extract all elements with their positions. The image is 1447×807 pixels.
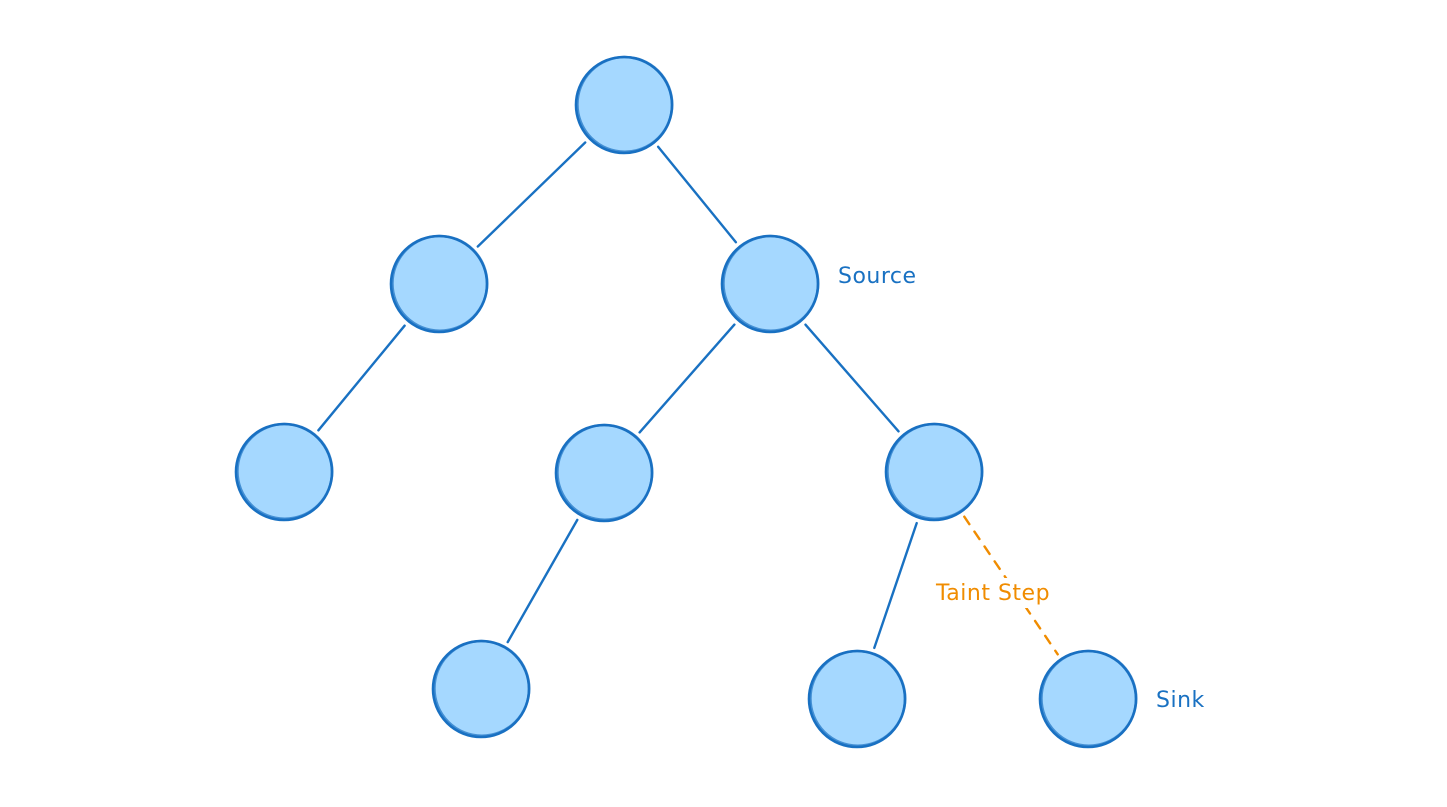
edge-l1-left-to-l2-left-left xyxy=(317,324,406,432)
taint-step-label-background xyxy=(930,578,1090,608)
edge-l2-right-left-to-l3-left xyxy=(506,518,579,644)
sink-label: Sink xyxy=(1156,688,1205,713)
edge-l1-right-to-l2-right-left xyxy=(638,323,736,434)
taint-step-label: Taint Step xyxy=(935,581,1050,606)
node-sketch-stroke-l3-middle xyxy=(809,649,907,748)
edge-l2-right-right-to-l3-middle xyxy=(873,521,918,650)
edges-layer xyxy=(317,141,1059,656)
node-root xyxy=(574,55,674,155)
node-l3-middle xyxy=(807,649,907,749)
node-sketch-stroke-l1-right xyxy=(722,234,820,333)
node-l2-right-left xyxy=(554,423,654,523)
edge-l2-right-right-to-l3-right xyxy=(963,515,1059,656)
edge-l1-right-to-l2-right-right xyxy=(804,323,900,433)
node-sketch-stroke-l3-left xyxy=(433,639,531,738)
node-sketch-stroke-l2-right-right xyxy=(886,422,984,521)
nodes-layer xyxy=(234,55,1138,749)
node-sketch-stroke-l2-right-left xyxy=(556,423,654,522)
node-l3-left xyxy=(431,639,531,739)
node-l2-right-right xyxy=(884,422,984,522)
edge-root-to-l1-left xyxy=(476,141,587,248)
node-sketch-stroke-l2-left-left xyxy=(236,422,334,521)
node-sketch-stroke-root xyxy=(576,55,674,154)
node-l1-left xyxy=(389,234,489,334)
node-sketch-stroke-l3-right xyxy=(1040,649,1138,748)
source-label: Source xyxy=(838,264,917,289)
edge-root-to-l1-right xyxy=(656,145,738,244)
node-sketch-stroke-l1-left xyxy=(391,234,489,333)
node-l2-left-left xyxy=(234,422,334,522)
node-l1-right xyxy=(720,234,820,334)
node-l3-right xyxy=(1038,649,1138,749)
